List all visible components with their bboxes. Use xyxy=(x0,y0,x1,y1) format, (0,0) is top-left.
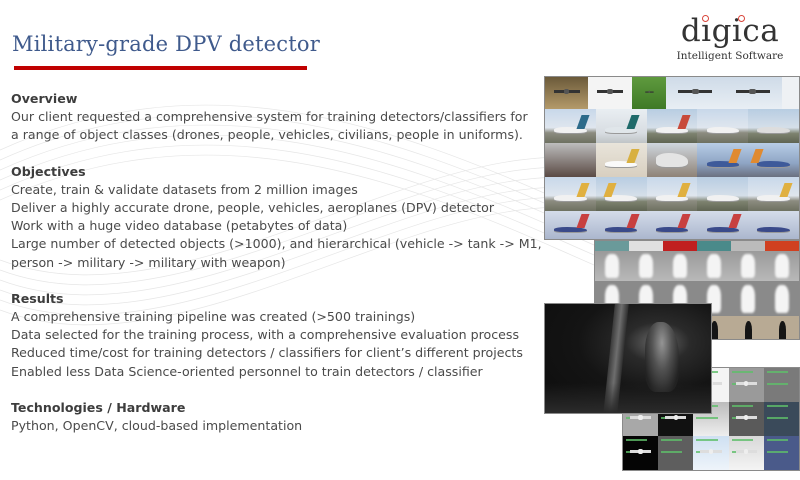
aeroplane-photo xyxy=(748,177,799,211)
slide-content: Overview Our client requested a comprehe… xyxy=(11,90,542,453)
section-heading: Objectives xyxy=(11,163,86,179)
section-objectives: Objectives Create, train & validate data… xyxy=(11,163,542,272)
aeroplane-photo xyxy=(646,109,698,143)
logo-tagline: Intelligent Software xyxy=(676,50,784,62)
aeroplane-photo xyxy=(595,177,647,211)
logo-dot-icon xyxy=(737,15,745,22)
title-underline xyxy=(14,66,307,70)
logo-wordmark: digica xyxy=(681,14,779,48)
aeroplane-photo xyxy=(646,143,698,177)
collage-row xyxy=(545,77,799,109)
aeroplane-photo xyxy=(748,143,799,177)
body-line: Large number of detected objects (>1000)… xyxy=(11,236,542,252)
logo-dot-icon xyxy=(701,15,709,22)
section-heading: Technologies / Hardware xyxy=(11,399,186,415)
aeroplane-photo xyxy=(748,109,799,143)
collage-row xyxy=(545,143,799,177)
aeroplane-photo xyxy=(697,177,749,211)
body-line: person -> military -> military with weap… xyxy=(11,254,286,270)
body-line: Enabled less Data Science-oriented perso… xyxy=(11,363,483,379)
drone-photo xyxy=(545,77,589,109)
body-line: Work with a huge video database (petabyt… xyxy=(11,218,348,234)
aeroplane-photo xyxy=(545,143,596,177)
slide-title: Military-grade DPV detector xyxy=(12,32,320,56)
logo-word-text: digica xyxy=(680,13,780,49)
airport-collage-image xyxy=(544,76,800,240)
aeroplane-photo xyxy=(545,177,596,211)
body-line: a range of object classes (drones, peopl… xyxy=(11,127,523,143)
aeroplane-photo xyxy=(595,143,647,177)
body-line: Create, train & validate datasets from 2… xyxy=(11,181,358,197)
aeroplane-photo xyxy=(646,211,698,239)
drone-photo xyxy=(588,77,632,109)
collage-row xyxy=(545,177,799,211)
drone-photo xyxy=(666,77,724,109)
drone-photo xyxy=(723,77,782,109)
collage-row xyxy=(595,251,799,281)
section-heading: Results xyxy=(11,290,64,306)
aeroplane-photo xyxy=(595,211,647,239)
body-line: Our client requested a comprehensive sys… xyxy=(11,109,528,125)
body-line: Deliver a highly accurate drone, people,… xyxy=(11,200,495,216)
collage-row xyxy=(595,241,799,251)
drone-photo xyxy=(631,77,667,109)
body-line: A comprehensive training pipeline was cr… xyxy=(11,309,416,325)
body-line: Reduced time/cost for training detectors… xyxy=(11,345,523,361)
body-line: Python, OpenCV, cloud-based implementati… xyxy=(11,418,303,434)
section-results: Results A comprehensive training pipelin… xyxy=(11,290,541,381)
section-heading: Overview xyxy=(11,91,78,106)
soldier-figure xyxy=(645,322,679,392)
section-technologies: Technologies / Hardware Python, OpenCV, … xyxy=(11,399,541,435)
aeroplane-photo xyxy=(748,211,799,239)
night-vision-image xyxy=(544,303,712,414)
aeroplane-photo xyxy=(697,109,749,143)
drone-photo xyxy=(781,77,799,109)
collage-row xyxy=(545,211,799,239)
aeroplane-photo xyxy=(697,211,749,239)
section-overview: Overview Our client requested a comprehe… xyxy=(11,90,541,145)
body-line: Data selected for the training process, … xyxy=(11,327,520,343)
aeroplane-photo xyxy=(646,177,698,211)
aeroplane-photo xyxy=(595,109,647,143)
digica-logo: digica Intelligent Software xyxy=(672,14,788,62)
aeroplane-photo xyxy=(545,211,596,239)
aeroplane-photo xyxy=(697,143,749,177)
aeroplane-photo xyxy=(545,109,596,143)
collage-row xyxy=(545,109,799,143)
